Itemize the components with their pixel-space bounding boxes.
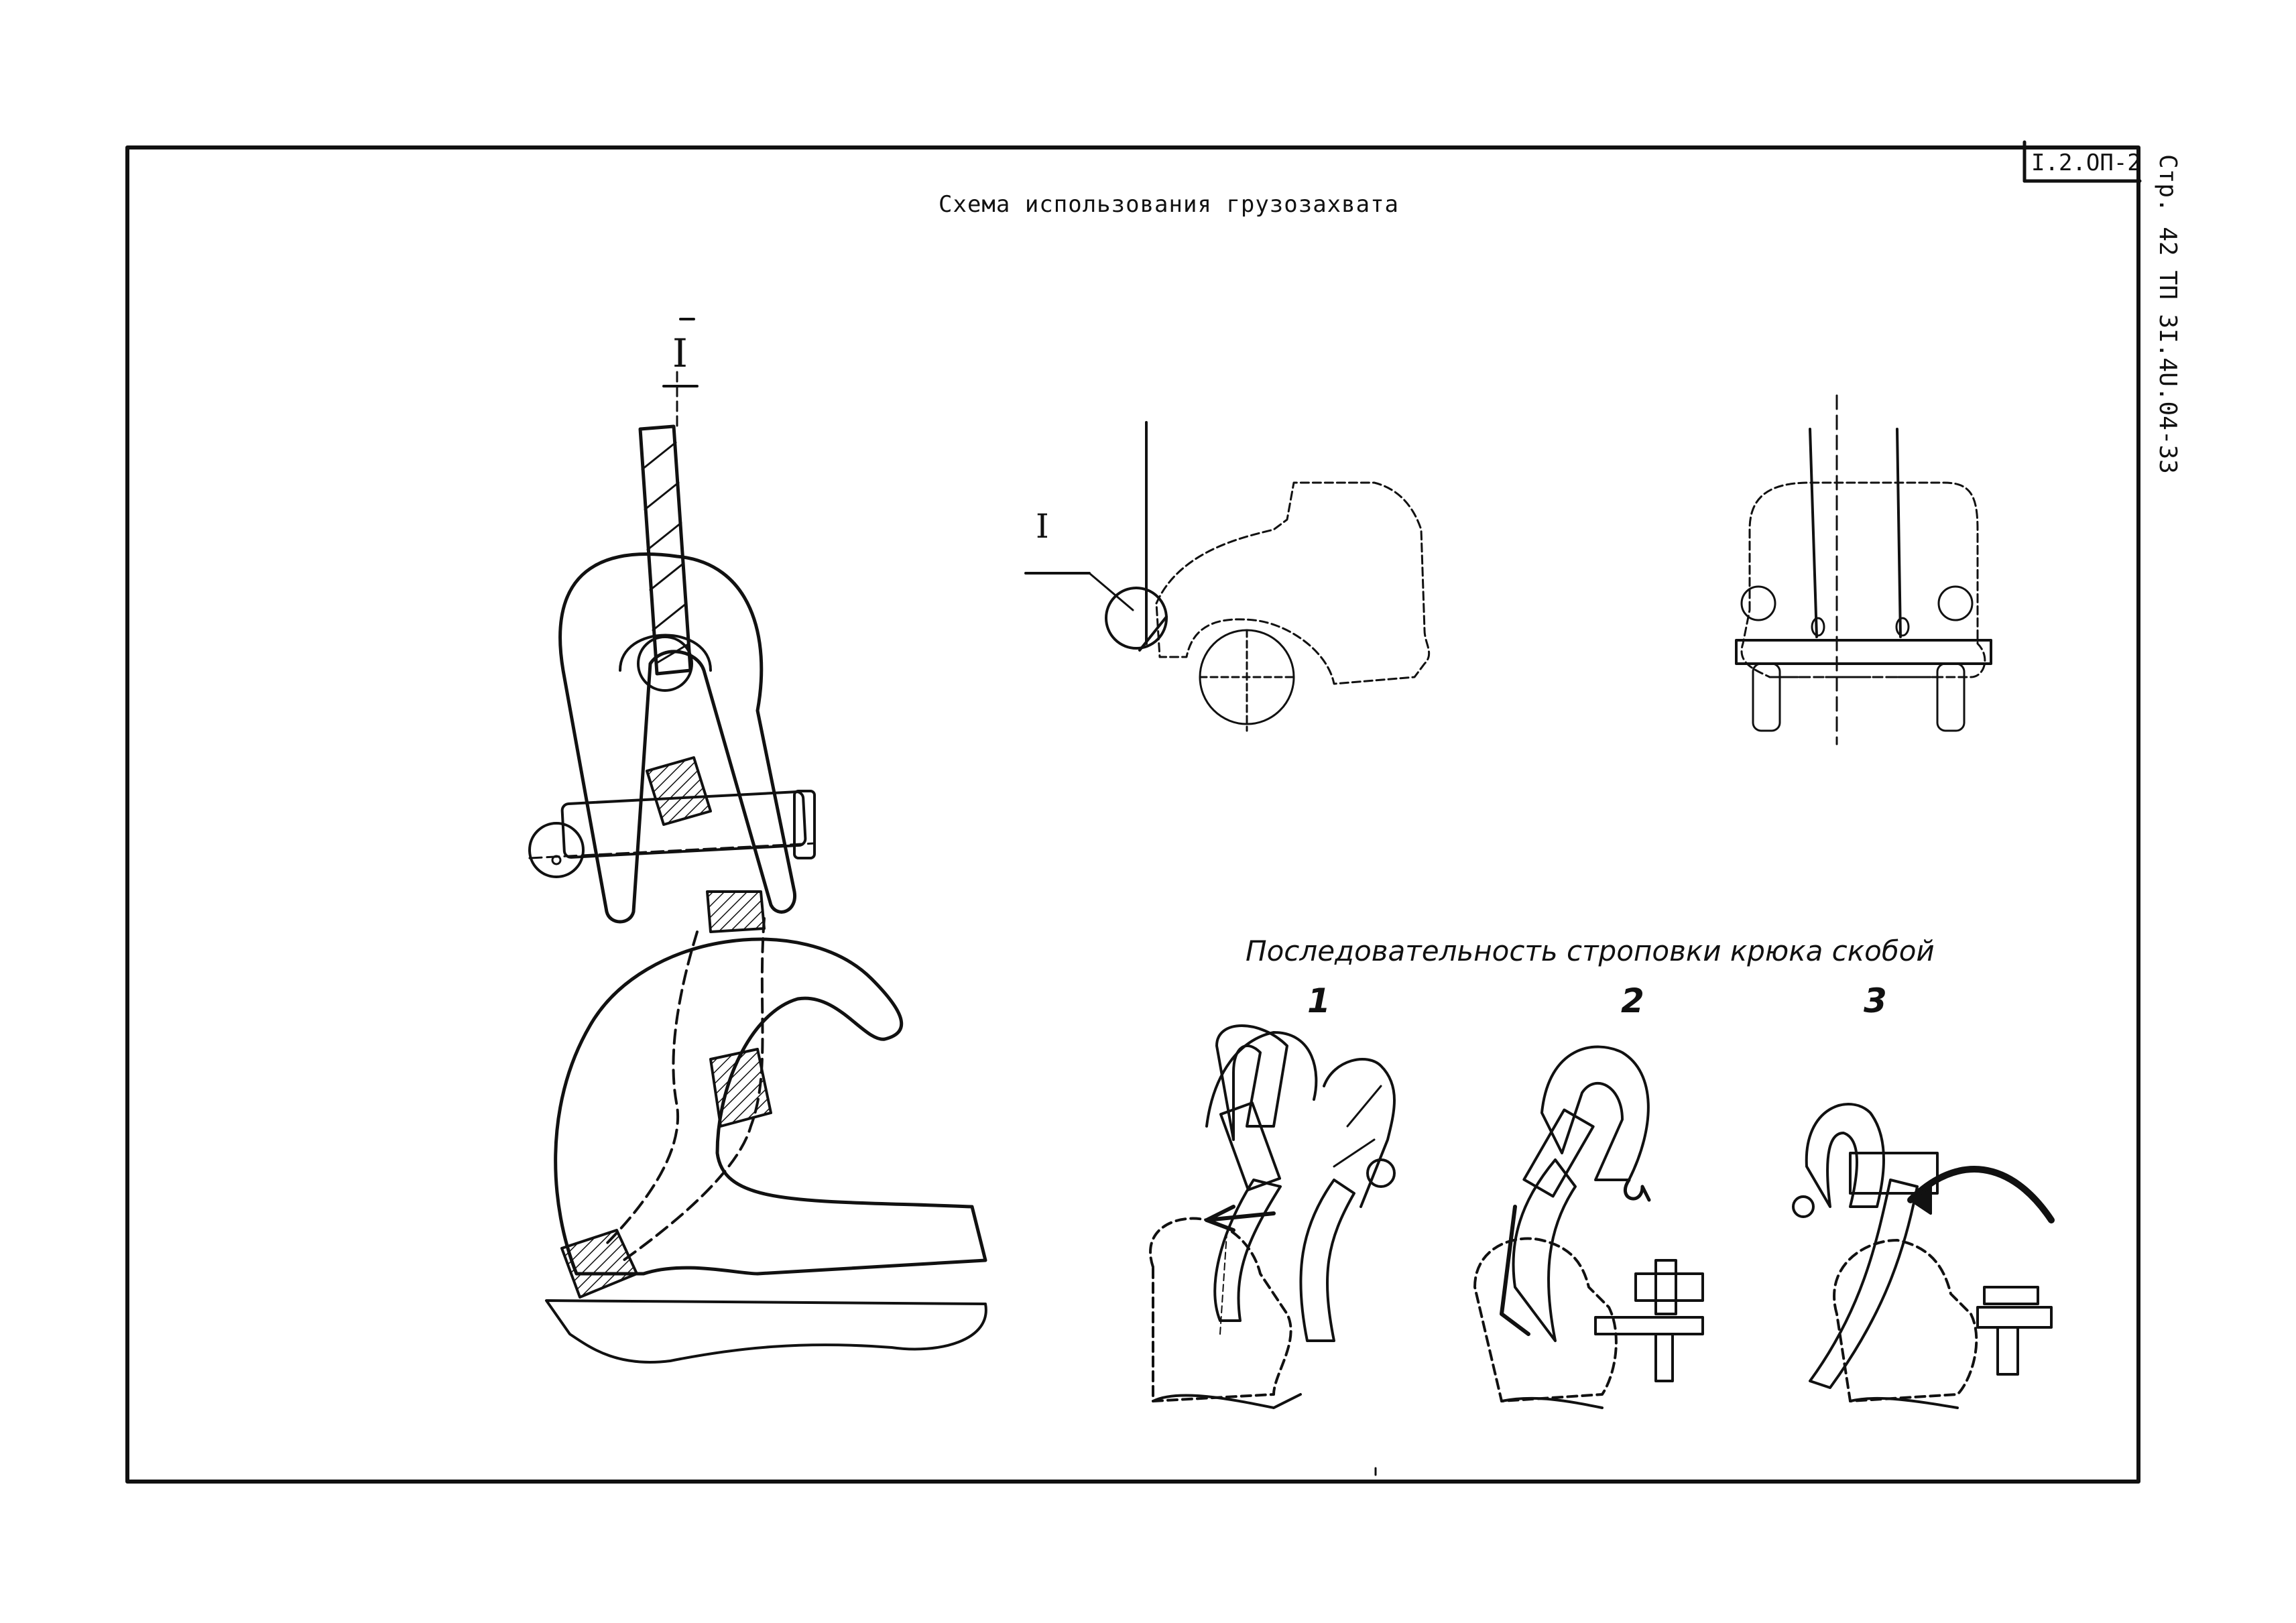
shackle-body — [558, 552, 797, 924]
detail-shackle-hook — [528, 318, 987, 1364]
drawing-title: Схема использования грузозахвата — [939, 191, 1400, 218]
sequence-title: Последовательность строповки крюка скобо… — [1246, 935, 1935, 967]
detail-marker-truck: I — [1036, 507, 1049, 546]
step1-drawing — [1149, 1024, 1396, 1409]
hook-body — [554, 937, 987, 1276]
step-number-2: 2 — [1621, 981, 1644, 1020]
sheet-code: I.2.ОП-2 — [2031, 149, 2141, 176]
step-number-3: 3 — [1864, 981, 1887, 1020]
hook-base — [545, 1299, 987, 1364]
truck-front-view — [1735, 394, 1992, 745]
truck-side-view — [1024, 421, 1431, 732]
drawing-frame — [125, 145, 2140, 1484]
document-reference: Стр. 42 ТП 3I.4U.04-33 — [2154, 154, 2181, 474]
sheet-code-box — [2022, 140, 2142, 183]
step2-drawing — [1473, 1045, 1704, 1409]
step3-drawing — [1792, 1103, 2055, 1409]
step-number-1: 1 — [1307, 981, 1331, 1020]
detail-marker-main: I — [672, 330, 688, 376]
